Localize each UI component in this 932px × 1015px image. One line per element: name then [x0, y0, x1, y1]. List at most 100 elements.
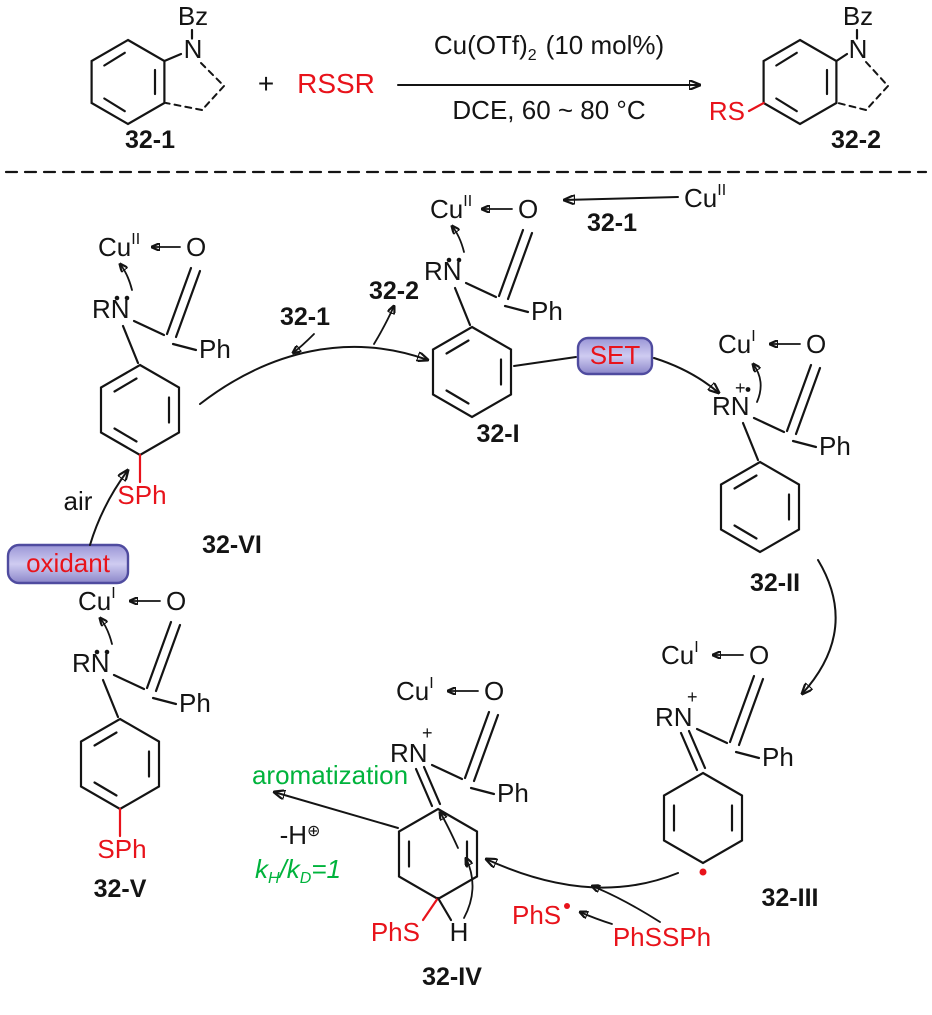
- bz-label: Bz: [178, 1, 208, 31]
- o-label: O: [749, 640, 769, 670]
- benzene-ring: [762, 38, 838, 126]
- iii-to-iv-arrow: [486, 859, 679, 889]
- air-label: air: [64, 486, 93, 516]
- rn-label: RN: [424, 256, 462, 286]
- ph-label: Ph: [819, 431, 851, 461]
- aromatization-curly-arrow-1: [463, 858, 474, 919]
- minus-h-label: -H⊕: [280, 820, 321, 850]
- external-cu-arrow: [564, 197, 679, 200]
- o-label: O: [186, 232, 206, 262]
- cu-label: CuI: [661, 639, 699, 670]
- phssph-curly-arrow: [592, 886, 661, 923]
- c-n-bond: [163, 52, 183, 63]
- cu-label: CuII: [98, 231, 140, 262]
- phssph-label: PhSSPh: [613, 922, 711, 952]
- set-label: SET: [590, 340, 641, 370]
- ph-label: Ph: [497, 778, 529, 808]
- lone-pair-dot: [114, 295, 120, 301]
- c-s-bond: [747, 101, 765, 113]
- catalytic-cycle: 32-1 32-2 CuII 32-1 SET PhS PhSSPh aroma…: [6, 182, 851, 991]
- reaction-scheme: N Bz 32-1 + RSSR Cu(OTf)2(10 mol%) DCE, …: [4, 1, 928, 174]
- species-label-32-i: 32-I: [476, 420, 519, 448]
- radical-dot: [745, 387, 751, 392]
- rn-label: RN: [712, 391, 750, 421]
- n-to-cu-curly-arrow: [452, 226, 465, 253]
- species-label-32-ii: 32-II: [750, 569, 800, 597]
- product-indoline: N Bz RS 32-2: [709, 1, 889, 154]
- ii-to-iii-arrow: [802, 559, 837, 694]
- species-label-32-iv: 32-IV: [422, 963, 482, 991]
- o-label: O: [166, 586, 186, 616]
- compound-label-32-2: 32-2: [831, 126, 881, 154]
- complex-32-ii: CuI O RN + Ph 32-II: [712, 328, 851, 597]
- amide-bonds: [101, 620, 182, 719]
- cyclohexadiene-ring: [397, 807, 479, 901]
- amide-bonds: [679, 674, 765, 772]
- n-to-cu-curly-arrow: [120, 264, 133, 291]
- rn-label: RN: [92, 294, 130, 324]
- lone-pair-dot: [456, 257, 462, 263]
- aromatization-curly-arrow-2: [440, 812, 459, 849]
- complex-32-v: CuI O RN Ph SPh 32-V: [72, 585, 211, 903]
- n-label: N: [849, 34, 868, 64]
- external-cu-label: CuII: [684, 182, 726, 213]
- oxidant-box: [6, 543, 130, 585]
- amide-bonds: [453, 228, 534, 327]
- external-substrate-label: 32-1: [587, 209, 637, 237]
- complex-32-vi: CuII O RN Ph SPh 32-VI: [92, 231, 262, 559]
- rs-label: RS: [709, 96, 745, 126]
- h-label: H: [450, 917, 469, 947]
- oxidant-label: oxidant: [26, 548, 111, 578]
- rn-label: RN: [655, 702, 693, 732]
- conditions-line1: Cu(OTf)2(10 mol%): [434, 30, 664, 64]
- amide-bonds: [414, 710, 500, 808]
- set-box: [576, 336, 654, 376]
- cu-label: CuI: [396, 675, 434, 706]
- bz-label: Bz: [843, 1, 873, 31]
- rn-label: RN: [390, 738, 428, 768]
- cu-label: CuII: [430, 193, 472, 224]
- ph-label: Ph: [762, 742, 794, 772]
- plus-sign: +: [258, 68, 274, 99]
- c-h-bond: [436, 896, 453, 922]
- amide-bonds: [121, 266, 202, 365]
- complex-32-iv: CuI O RN + Ph PhS H 32-IV: [371, 675, 529, 991]
- species-label-32-iii: 32-III: [762, 884, 819, 912]
- complex-32-iii: CuI O RN + Ph 32-III: [655, 639, 818, 912]
- sph-label: SPh: [97, 834, 146, 864]
- ph-label: Ph: [179, 688, 211, 718]
- benzene-ring: [79, 717, 161, 811]
- cu-label: CuI: [718, 328, 756, 359]
- species-label-32-vi: 32-VI: [202, 531, 262, 559]
- species-label-32-v: 32-V: [94, 875, 147, 903]
- disulfide-label: RSSR: [297, 68, 375, 99]
- complex-32-i: CuII O RN Ph 32-I: [424, 193, 563, 448]
- phs-radical-label: PhS: [512, 900, 561, 930]
- n-label: N: [184, 34, 203, 64]
- n-to-cu-curly-arrow: [100, 618, 113, 645]
- lone-pair-dot: [94, 649, 100, 655]
- o-label: O: [484, 676, 504, 706]
- set-to-ii-arrow: [653, 357, 719, 393]
- lone-pair-dot: [104, 649, 110, 655]
- kie-label: kH/kD=1: [255, 854, 341, 887]
- product-out-arrow: [373, 306, 394, 345]
- ph-label: Ph: [199, 334, 231, 364]
- substrate-in-label: 32-1: [280, 303, 330, 331]
- cyclohexadiene-ring: [662, 771, 744, 865]
- n-plus-charge: +: [422, 723, 433, 743]
- vi-to-i-arrow: [199, 345, 428, 405]
- ph-label: Ph: [531, 296, 563, 326]
- pyrrolidine-dashed-bonds: [165, 62, 225, 111]
- benzene-ring: [99, 363, 181, 457]
- n-plus-charge: +: [687, 687, 698, 707]
- lone-pair-dot: [124, 295, 130, 301]
- conditions-line2: DCE, 60 ~ 80 °C: [452, 95, 645, 125]
- cu-label: CuI: [78, 585, 116, 616]
- rn-label: RN: [72, 648, 110, 678]
- o-label: O: [518, 194, 538, 224]
- product-out-label: 32-2: [369, 277, 419, 305]
- benzene-ring: [90, 38, 166, 126]
